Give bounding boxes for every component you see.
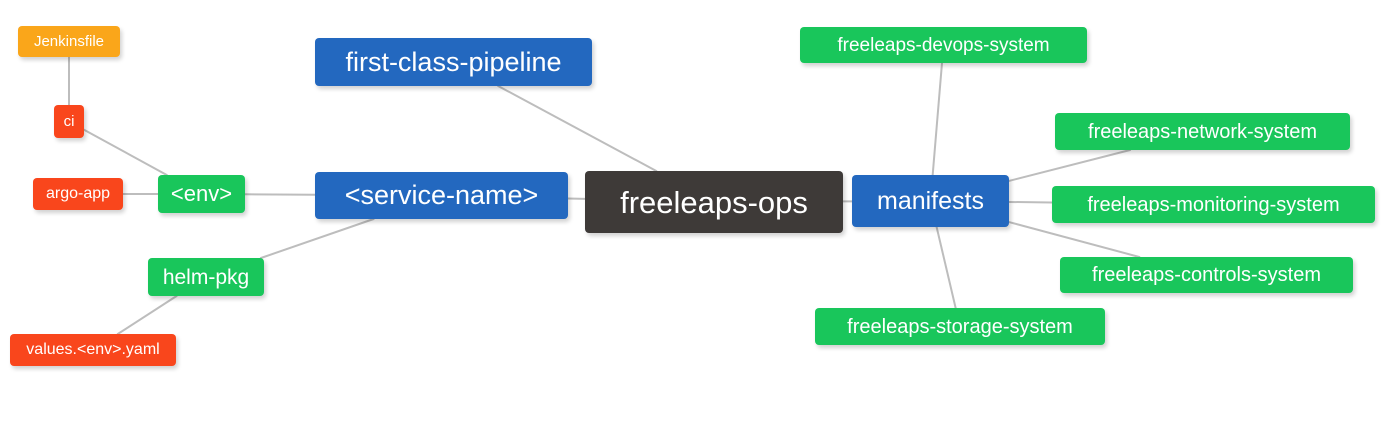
mindmap-node-values-yaml[interactable]: values.<env>.yaml	[10, 334, 176, 366]
mindmap-node-manifests[interactable]: manifests	[852, 175, 1009, 227]
mindmap-node-ci[interactable]: ci	[54, 105, 84, 138]
mindmap-edge-manifests-to-monitoring-sys	[1008, 200, 1053, 204]
mindmap-edge-service-name-to-helm-pkg	[259, 218, 375, 259]
mindmap-edge-manifests-to-controls-sys	[1008, 221, 1141, 258]
mindmap-node-helm-pkg[interactable]: helm-pkg	[148, 258, 264, 296]
mindmap-node-argo-app[interactable]: argo-app	[33, 178, 123, 210]
mindmap-edge-env-to-ci	[83, 128, 168, 176]
mindmap-node-service-name[interactable]: <service-name>	[315, 172, 568, 219]
mindmap-node-devops-sys[interactable]: freeleaps-devops-system	[800, 27, 1087, 63]
mindmap-node-controls-sys[interactable]: freeleaps-controls-system	[1060, 257, 1353, 293]
mindmap-node-monitoring-sys[interactable]: freeleaps-monitoring-system	[1052, 186, 1375, 223]
mindmap-node-env[interactable]: <env>	[158, 175, 245, 213]
mindmap-edge-manifests-to-network-sys	[1008, 149, 1132, 182]
mindmap-node-freeleaps-ops[interactable]: freeleaps-ops	[585, 171, 843, 233]
mindmap-edge-manifests-to-devops-sys	[931, 62, 943, 176]
mindmap-node-network-sys[interactable]: freeleaps-network-system	[1055, 113, 1350, 150]
mindmap-node-jenkinsfile[interactable]: Jenkinsfile	[18, 26, 120, 57]
mindmap-node-pipeline[interactable]: first-class-pipeline	[315, 38, 592, 86]
mindmap-edge-freeleaps-ops-to-pipeline	[497, 85, 658, 172]
mindmap-node-storage-sys[interactable]: freeleaps-storage-system	[815, 308, 1105, 345]
mindmap-edge-helm-pkg-to-values-yaml	[116, 295, 178, 335]
mindmap-edge-manifests-to-storage-sys	[935, 226, 957, 309]
